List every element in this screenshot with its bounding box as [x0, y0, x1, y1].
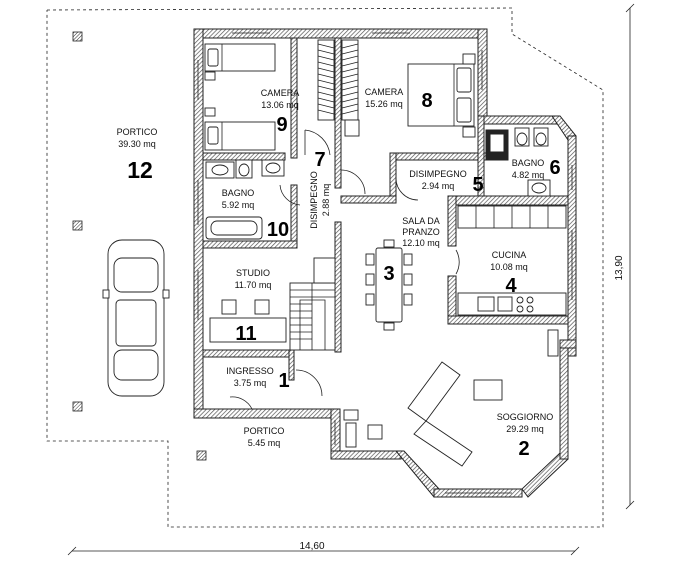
room-9: CAMERA 13.06 mq 9: [261, 88, 300, 136]
room-6-area: 4.82 mq: [512, 170, 545, 180]
room-6: BAGNO 4.82 mq 6: [512, 157, 561, 180]
wardrobe-right: [341, 39, 360, 137]
room-7-name: DISIMPEGNO: [309, 171, 319, 229]
bath6-fixtures: [485, 127, 551, 197]
car: [102, 239, 170, 397]
bed-single-bottom: [204, 107, 276, 151]
room-10: BAGNO 5.92 mq 10: [222, 188, 289, 241]
room-11-name: STUDIO: [236, 268, 270, 278]
portico-front-name: PORTICO: [244, 426, 285, 436]
width-dimension-label: 14,60: [299, 541, 324, 552]
bath10-fixtures: [205, 159, 285, 240]
room-3-name-line2: PRANZO: [402, 227, 440, 237]
room-9-number: 9: [276, 114, 287, 136]
wardrobe-left: [317, 39, 335, 121]
room-3-number: 3: [383, 263, 394, 285]
bed-single-top: [204, 43, 276, 81]
room-1: INGRESSO 3.75 mq 1: [226, 366, 289, 392]
room-5-name: DISIMPEGNO: [409, 169, 467, 179]
room-11: STUDIO 11.70 mq 11: [235, 268, 272, 345]
living-sofa: [407, 329, 559, 467]
room-1-number: 1: [278, 370, 289, 392]
room-9-name: CAMERA: [261, 88, 300, 98]
stairs: [289, 257, 336, 351]
room-12-area: 39.30 mq: [118, 139, 156, 149]
room-5: DISIMPEGNO 2.94 mq 5: [409, 169, 483, 196]
kitchen-counter: [457, 205, 567, 316]
dining-table: [365, 239, 413, 331]
room-7-number: 7: [314, 149, 325, 171]
portico-front-area: 5.45 mq: [248, 438, 281, 448]
room-12-name: PORTICO: [117, 127, 158, 137]
doors: [229, 129, 460, 410]
room-11-number: 11: [235, 323, 256, 345]
room-2-number: 2: [518, 438, 529, 460]
room-4-area: 10.08 mq: [490, 262, 528, 272]
room-10-area: 5.92 mq: [222, 200, 255, 210]
room-2: SOGGIORNO 29.29 mq 2: [497, 412, 554, 460]
room-10-name: BAGNO: [222, 188, 255, 198]
portico-furniture: [343, 409, 383, 448]
room-2-name: SOGGIORNO: [497, 412, 554, 422]
room-7-area: 2.88 mq: [321, 184, 331, 217]
room-5-area: 2.94 mq: [422, 181, 455, 191]
portico-columns: [72, 31, 207, 461]
interior-walls: [202, 37, 569, 381]
room-3: SALA DA PRANZO 12.10 mq 3: [383, 216, 439, 285]
room-4-number: 4: [505, 275, 517, 297]
dimension-width: [67, 546, 580, 556]
room-9-area: 13.06 mq: [261, 100, 299, 110]
room-7: DISIMPEGNO 2.88 mq 7: [309, 149, 331, 229]
room-1-area: 3.75 mq: [234, 378, 267, 388]
room-8-number: 8: [421, 90, 432, 112]
room-8-area: 15.26 mq: [365, 99, 403, 109]
room-11-area: 11.70 mq: [235, 280, 272, 290]
bed-double: [407, 53, 476, 138]
studio-desk: [209, 299, 287, 343]
windows: [197, 32, 573, 494]
roof-outline: [46, 7, 604, 528]
room-10-number: 10: [267, 219, 289, 241]
room-6-number: 6: [549, 157, 560, 179]
portico-front: PORTICO 5.45 mq: [244, 426, 285, 448]
dimension-height: [625, 3, 635, 510]
room-8: CAMERA 15.26 mq 8: [365, 87, 433, 112]
room-6-name: BAGNO: [512, 158, 545, 168]
room-4-name: CUCINA: [492, 250, 527, 260]
room-1-name: INGRESSO: [226, 366, 274, 376]
room-3-name-line1: SALA DA: [402, 216, 440, 226]
room-12-number: 12: [127, 157, 153, 183]
room-2-area: 29.29 mq: [506, 424, 544, 434]
room-5-number: 5: [472, 174, 483, 196]
room-8-name: CAMERA: [365, 87, 404, 97]
room-3-area: 12.10 mq: [402, 238, 440, 248]
room-4: CUCINA 10.08 mq 4: [490, 250, 528, 297]
room-12: PORTICO 39.30 mq 12: [117, 127, 158, 183]
height-dimension-label: 13,90: [614, 255, 625, 280]
